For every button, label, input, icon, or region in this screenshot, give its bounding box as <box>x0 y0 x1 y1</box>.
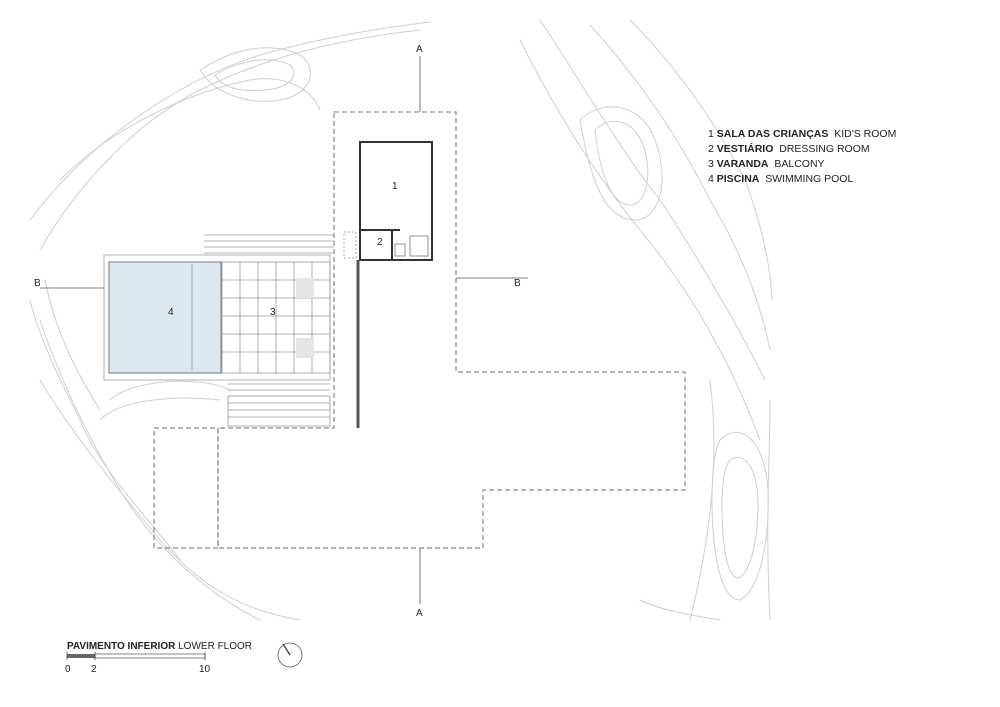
upper-floor-outline <box>217 111 686 549</box>
plan-title: PAVIMENTO INFERIOR LOWER FLOOR <box>67 641 253 652</box>
legend-item: 2 VESTIÁRIO DRESSING ROOM <box>708 143 870 155</box>
room-label-2: 2 <box>377 237 383 248</box>
swimming-pool <box>108 261 222 374</box>
legend-item: 1 SALA DAS CRIANÇAS KID'S ROOM <box>708 128 897 140</box>
contour-lines <box>29 19 773 621</box>
section-a-bottom: A <box>416 608 423 619</box>
section-b-right: B <box>514 278 521 289</box>
legend-item: 4 PISCINA SWIMMING POOL <box>708 173 854 185</box>
section-b-left: B <box>34 278 41 289</box>
scale-bar <box>66 652 206 660</box>
scale-label-2: 2 <box>91 664 97 675</box>
room-label-4: 4 <box>168 307 174 318</box>
steps-top <box>204 234 334 254</box>
scale-label-10: 10 <box>199 664 211 675</box>
legend-item: 3 VARANDA BALCONY <box>708 158 825 170</box>
room-label-3: 3 <box>270 307 276 318</box>
steps-bottom <box>227 383 331 427</box>
legend: 1 SALA DAS CRIANÇAS KID'S ROOM 2 VESTIÁR… <box>708 127 896 187</box>
building-walls <box>343 141 433 428</box>
annex-outline <box>153 427 219 549</box>
balcony-grid <box>221 261 331 374</box>
scale-label-0: 0 <box>65 664 71 675</box>
north-arrow-icon <box>277 642 303 668</box>
section-lines <box>40 56 528 604</box>
section-a-top: A <box>416 44 423 55</box>
pool-deck <box>103 254 331 381</box>
room-label-1: 1 <box>392 181 398 192</box>
